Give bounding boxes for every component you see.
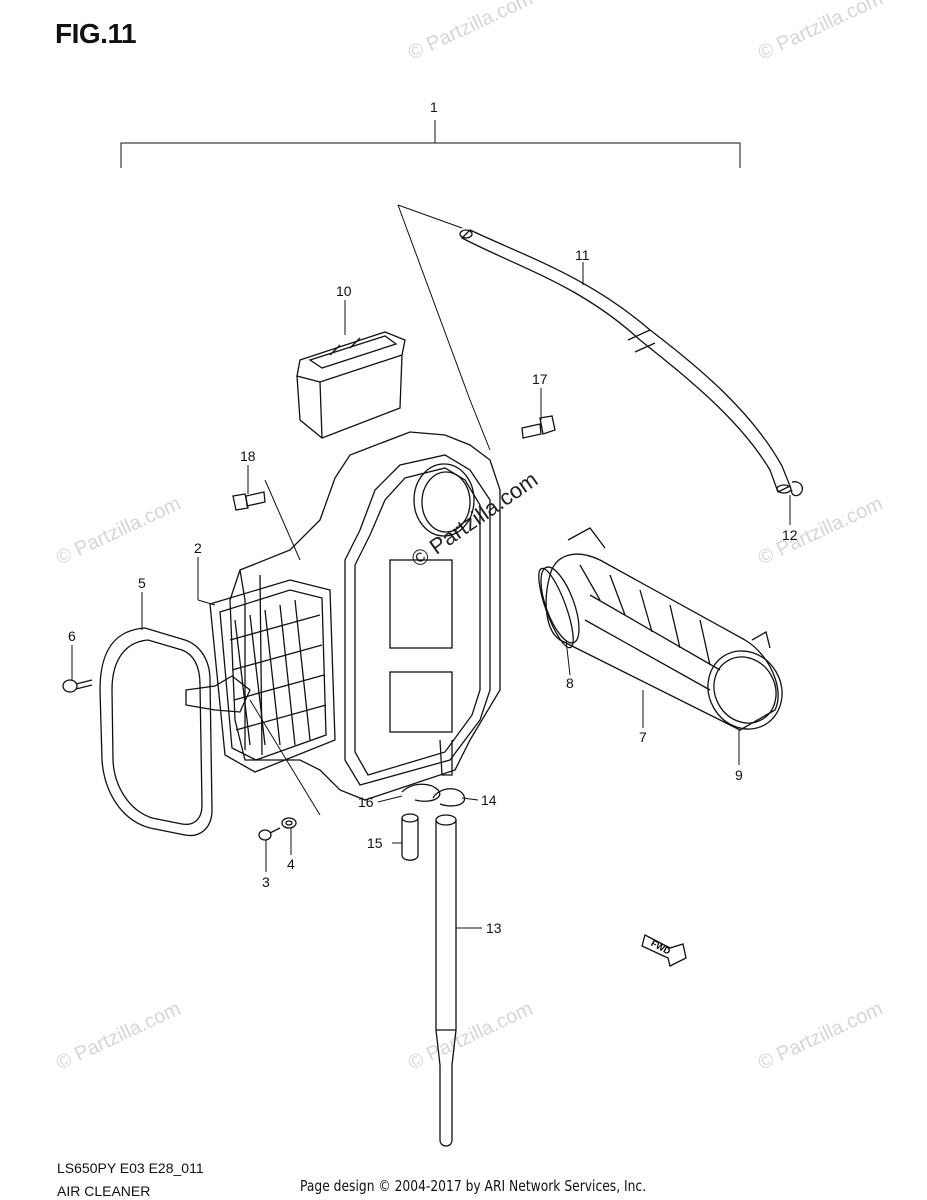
part-4-washer	[281, 817, 297, 829]
callout-2: 2	[194, 540, 202, 556]
part-7-intake-boot	[540, 527, 779, 731]
watermark: © Partzilla.com	[755, 998, 886, 1075]
watermark: © Partzilla.com	[755, 493, 886, 570]
callout-10: 10	[336, 283, 352, 299]
callout-8: 8	[566, 675, 574, 691]
part-8-clamp	[538, 567, 574, 649]
fwd-arrow: FWD	[641, 934, 687, 967]
watermark: © Partzilla.com	[755, 0, 886, 65]
callout-16: 16	[358, 794, 374, 810]
exploded-line	[397, 204, 463, 229]
callout-3: 3	[262, 874, 270, 890]
callout-14: 14	[481, 792, 497, 808]
callout-6: 6	[68, 628, 76, 644]
part-11-breather-hose	[459, 229, 792, 494]
callout-15: 15	[367, 835, 383, 851]
callout-13: 13	[486, 920, 502, 936]
callout-11: 11	[575, 247, 590, 263]
part-17-bolt	[521, 415, 556, 439]
part-15-plug	[401, 813, 419, 861]
part-12-clip	[790, 481, 804, 497]
part-9-clamp	[707, 631, 783, 730]
watermark: © Partzilla.com	[405, 0, 536, 65]
part-10-intake-funnel	[296, 331, 406, 439]
air-cleaner-case	[229, 431, 501, 801]
exploded-line	[397, 204, 491, 451]
callout-12: 12	[782, 527, 798, 543]
model-code: LS650PY E03 E28_011	[57, 1160, 204, 1176]
figure-title: FIG.11	[55, 18, 137, 49]
watermark: © Partzilla.com	[53, 493, 184, 570]
watermarks: © Partzilla.com © Partzilla.com © Partzi…	[53, 0, 886, 1075]
callouts: 1 2 3 4 5 6 7 8 9 10 11 12 13 14 15 16 1…	[68, 99, 798, 936]
part-18-bolt	[232, 491, 266, 511]
callout-7: 7	[639, 729, 647, 745]
part-16-clamp	[401, 783, 441, 802]
watermark: © Partzilla.com	[405, 998, 536, 1075]
part-6-screw	[62, 679, 93, 693]
callout-5: 5	[138, 575, 146, 591]
callout-18: 18	[240, 448, 256, 464]
part-3-screw	[258, 827, 281, 841]
part-13-drain-hose	[435, 814, 457, 1147]
leader-lines	[71, 262, 791, 929]
section-name: AIR CLEANER	[57, 1183, 151, 1199]
part-14-clamp	[432, 788, 466, 807]
assembly-bracket	[120, 120, 741, 168]
page-credit: Page design © 2004-2017 by ARI Network S…	[300, 1177, 647, 1195]
part-5-cover	[99, 627, 251, 837]
callout-4: 4	[287, 856, 295, 872]
callout-9: 9	[735, 767, 743, 783]
callout-1: 1	[430, 99, 438, 115]
part-2-filter-element	[209, 579, 336, 773]
callout-17: 17	[532, 371, 548, 387]
watermark: © Partzilla.com	[53, 998, 184, 1075]
